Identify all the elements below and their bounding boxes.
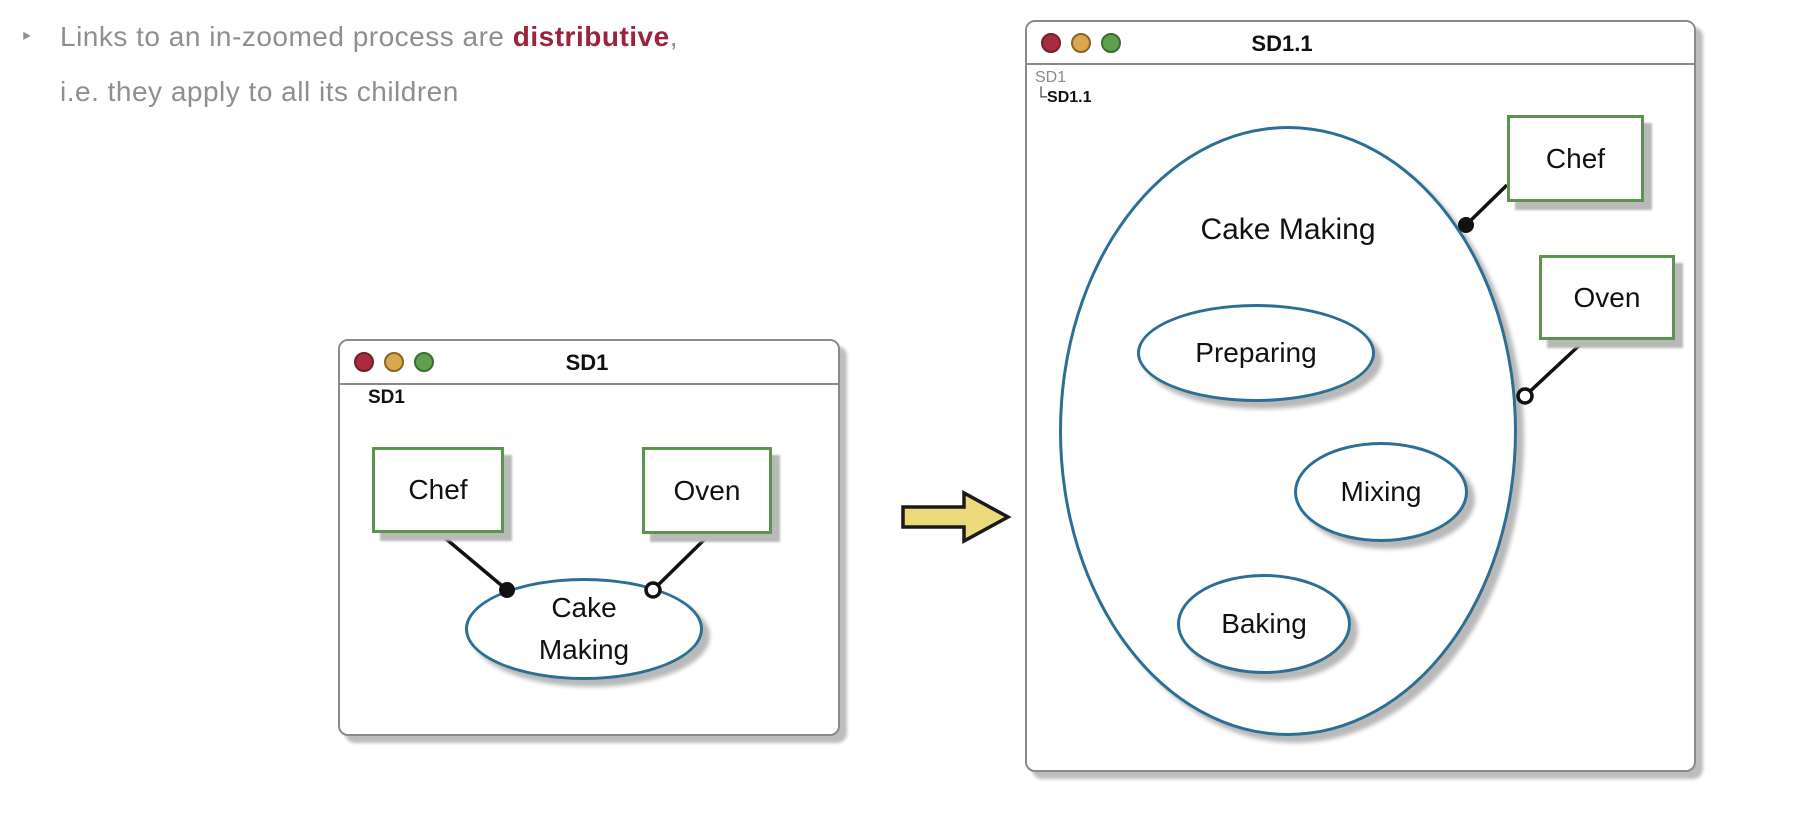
subprocess-label: Baking — [1221, 608, 1307, 639]
maximize-button[interactable] — [414, 352, 434, 372]
subprocess-label: Mixing — [1340, 476, 1422, 507]
breadcrumb: SD1 └SD1.1 — [1035, 68, 1092, 108]
breadcrumb-parent: SD1 — [1035, 69, 1067, 86]
window-sd1-title: SD1 — [565, 350, 609, 375]
close-button[interactable] — [1041, 32, 1061, 53]
subprocess-ellipse-preparing: Preparing — [1137, 304, 1375, 402]
process-label: Cake Making — [1200, 213, 1376, 246]
object-label: Chef — [408, 474, 468, 505]
subprocess-label: Preparing — [1195, 337, 1317, 368]
instrument-link-circle — [1516, 387, 1534, 405]
bullet-icon: ‣ — [20, 24, 33, 49]
agent-link-line — [1464, 183, 1509, 227]
window-sd11-title: SD1.1 — [1251, 31, 1313, 56]
process-ellipse-cake-making: Cake Making — [465, 578, 703, 680]
bullet-line-1: Links to an in-zoomed process are distri… — [60, 21, 678, 53]
subprocess-ellipse-baking: Baking — [1177, 574, 1351, 674]
instrument-link-line — [651, 533, 711, 592]
window-sd1-titlebar — [340, 341, 838, 385]
bullet-line-2: i.e. they apply to all its children — [60, 76, 459, 107]
close-button[interactable] — [354, 352, 374, 372]
object-label: Chef — [1545, 142, 1606, 174]
object-box-oven: Oven — [1539, 255, 1675, 340]
object-label: Oven — [673, 474, 741, 506]
object-box-chef: Chef — [1507, 115, 1644, 202]
window-sd11: SD1.1 SD1 └SD1.1 Cake Making Preparing M… — [1025, 20, 1696, 772]
in-zoom-arrow-icon — [900, 488, 1012, 546]
bullet-highlight-distributive: distributive — [512, 21, 670, 52]
object-box-chef: Chef — [372, 447, 504, 533]
breadcrumb-current: SD1.1 — [1047, 89, 1092, 107]
subprocess-ellipse-mixing: Mixing — [1294, 442, 1468, 542]
object-label: Oven — [1573, 281, 1641, 313]
agent-link-line — [437, 531, 509, 592]
bullet-line-1-prefix: Links to an in-zoomed process are — [60, 21, 513, 52]
window-sd11-titlebar — [1027, 22, 1694, 65]
process-label: Cake Making — [538, 592, 630, 665]
bullet-line-1-suffix: , — [669, 21, 678, 52]
window-sd1: SD1 SD1 Cake Making Chef Oven — [338, 339, 840, 736]
minimize-button[interactable] — [1071, 32, 1091, 53]
maximize-button[interactable] — [1101, 32, 1121, 53]
breadcrumb-connector-icon: └ — [1035, 87, 1048, 107]
diagram-label-sd1: SD1 — [368, 387, 405, 408]
object-box-oven: Oven — [642, 447, 772, 534]
instrument-link-line — [1523, 338, 1587, 398]
minimize-button[interactable] — [384, 352, 404, 372]
